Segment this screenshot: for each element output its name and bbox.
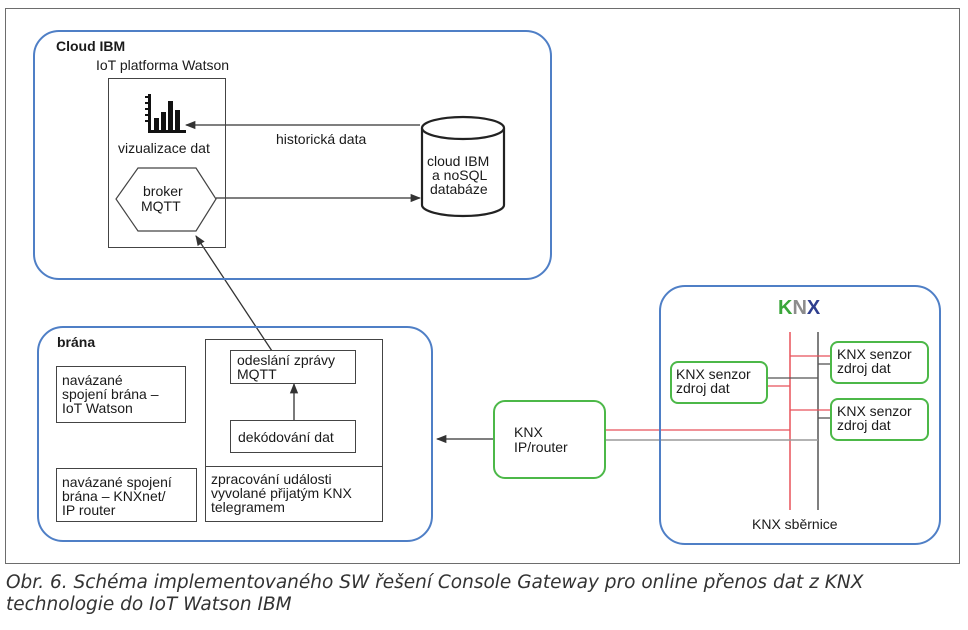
gateway-title: brána [57, 334, 96, 350]
processing-line2: vyvolané přijatým KNX [211, 485, 352, 501]
database-label-line1: cloud IBM [427, 153, 490, 169]
decode-box [230, 420, 356, 453]
knx-sensor-bottom [830, 398, 929, 441]
knx-ip-router-box [493, 400, 606, 479]
router-label-line2: IP/router [514, 439, 568, 455]
database-label-line3: databáze [430, 181, 488, 197]
processing-line1: zpracování události [211, 471, 332, 487]
sensor-left-line2: zdroj dat [676, 380, 730, 396]
caption-line2: technologie do IoT Watson IBM [6, 594, 292, 615]
sensor-bottom-line1: KNX senzor [837, 403, 912, 419]
decode-label: dekódování dat [238, 429, 334, 445]
history-label: historická data [276, 131, 367, 147]
diagram-frame [5, 8, 960, 564]
cloud-ibm-zone [33, 30, 552, 280]
conn-knx-line3: IP router [62, 502, 116, 518]
knx-bus-label: KNX sběrnice [752, 516, 838, 532]
database-cylinder [420, 115, 506, 218]
broker-label-line2: MQTT [141, 198, 181, 214]
cloud-ibm-title: Cloud IBM [56, 38, 126, 54]
visualization-label: vizualizace dat [118, 140, 210, 156]
knx-sensor-left [670, 361, 768, 404]
conn-knx-box [56, 468, 197, 522]
conn-watson-line2: spojení brána – [62, 386, 159, 402]
knx-sensor-top [830, 341, 929, 384]
conn-knx-line1: navázané spojení [62, 474, 172, 490]
gateway-zone [37, 326, 433, 542]
processing-line3: telegramem [211, 499, 285, 515]
knx-logo-x: X [806, 297, 821, 319]
knx-bus-lines [606, 332, 832, 510]
send-mqtt-line1: odeslání zprávy [237, 352, 336, 368]
conn-watson-line3: IoT Watson [62, 400, 133, 416]
watson-platform-label: IoT platforma Watson [96, 57, 230, 73]
send-mqtt-box [230, 350, 356, 384]
router-label-line1: KNX [514, 424, 543, 440]
conn-watson-line1: navázané [62, 372, 123, 388]
watson-platform-box [108, 78, 226, 248]
knx-zone [659, 285, 941, 545]
database-label-line2: a noSQL [432, 167, 488, 183]
sensor-top-line1: KNX senzor [837, 346, 912, 362]
sensor-top-line2: zdroj dat [837, 360, 891, 376]
broker-label-line1: broker [143, 183, 183, 199]
sensor-bottom-line2: zdroj dat [837, 417, 891, 433]
conn-knx-line2: brána – KNXnet/ [62, 488, 166, 504]
conn-watson-box [56, 366, 186, 423]
broker-hexagon [115, 167, 217, 232]
bar-chart-icon [145, 94, 186, 133]
caption-line1: Obr. 6. Schéma implementovaného SW řešen… [6, 572, 864, 593]
send-to-broker-arrow [195, 235, 273, 352]
knx-logo-k: K [778, 297, 793, 319]
knx-logo-n: N [792, 297, 807, 319]
processing-container [205, 339, 383, 522]
processing-divider [205, 466, 383, 467]
knx-logo: KNX [778, 297, 820, 320]
sensor-left-line1: KNX senzor [676, 366, 751, 382]
figure-caption: Obr. 6. Schéma implementovaného SW řešen… [6, 572, 964, 616]
send-mqtt-line2: MQTT [237, 366, 277, 382]
